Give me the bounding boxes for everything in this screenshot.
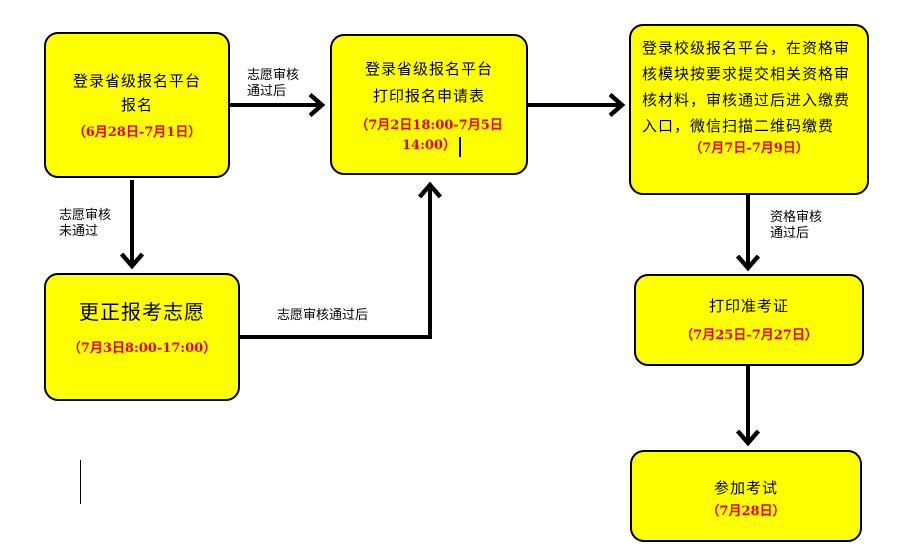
step-print-admission: 打印准考证 （7月25日-7月27日）	[634, 274, 864, 366]
step-date: （7月25日-7月27日）	[680, 328, 818, 343]
step-correct-choice: 更正报考志愿 （7月3日8:00-17:00）	[44, 273, 240, 401]
step-school-platform: 登录校级报名平台，在资格审核模块按要求提交相关资格审核材料，审核通过后进入缴费入…	[629, 24, 869, 195]
edge-label-register-to-correct: 志愿审核 未通过	[59, 208, 112, 239]
arrow-correct-to-print	[240, 185, 430, 339]
edge-label-register-to-print: 志愿审核 通过后	[247, 68, 300, 99]
step-print-application: 登录省级报名平台 打印报名申请表 （7月2日18:00-7月5日 14:00）	[330, 34, 528, 175]
step-title: 更正报考志愿	[79, 300, 205, 324]
step-take-exam: 参加考试 （7月28日）	[630, 450, 862, 542]
edge-label-school-to-admission: 资格审核 通过后	[770, 210, 823, 241]
step-title: 登录校级报名平台，在资格审核模块按要求提交相关资格审核材料，审核通过后进入缴费入…	[642, 39, 851, 135]
edge-label-correct-to-print: 志愿审核通过后	[277, 308, 369, 323]
step-date: （7月2日18:00-7月5日 14:00）	[355, 118, 503, 153]
step-title: 登录省级报名平台 打印报名申请表	[364, 60, 493, 105]
text-cursor	[459, 137, 461, 157]
step-date: （7月7日-7月9日）	[689, 141, 809, 156]
step-date: （7月28日）	[706, 504, 786, 519]
vertical-divider	[80, 460, 81, 504]
step-title: 登录省级报名平台 报名	[72, 72, 201, 114]
step-date: （6月28日-7月1日）	[72, 125, 202, 140]
step-title: 打印准考证	[708, 297, 789, 315]
step-title: 参加考试	[713, 479, 778, 497]
step-date: （7月3日8:00-17:00）	[67, 341, 217, 356]
step-province-register: 登录省级报名平台 报名 （6月28日-7月1日）	[44, 32, 230, 178]
